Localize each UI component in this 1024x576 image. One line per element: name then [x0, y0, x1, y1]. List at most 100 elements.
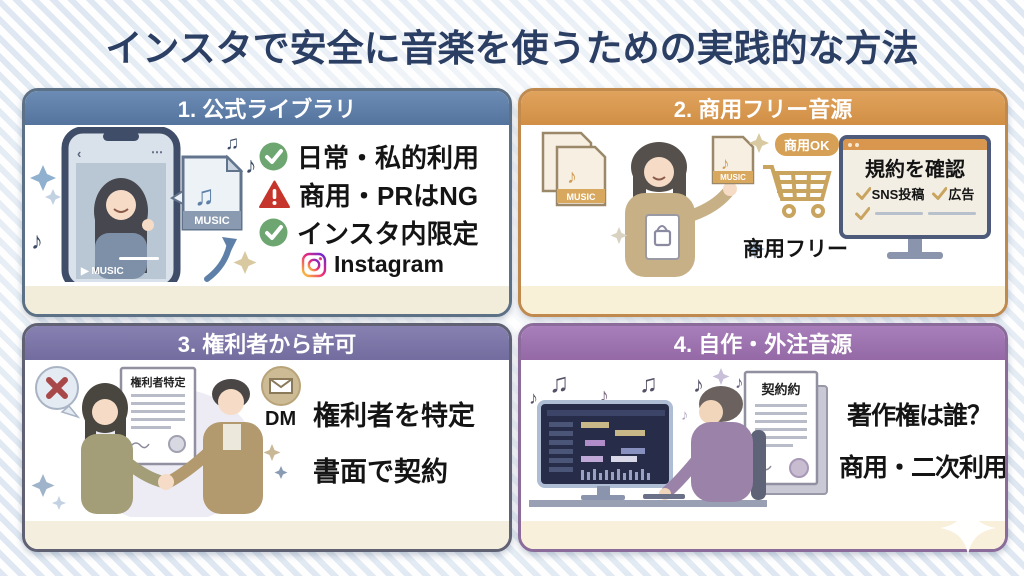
woman-face — [92, 399, 118, 425]
check-icon — [855, 187, 871, 200]
panel1-body: ♪ ‹ ⋯ ▶ MUSIC ♫ MUSIC ♫ ♪ — [25, 125, 509, 286]
sparkle-icon — [52, 496, 66, 510]
screen-title: 規約を確認 — [865, 159, 965, 181]
panel3-header: 3. 権利者から許可 — [25, 326, 509, 360]
keyboard — [643, 494, 685, 499]
list-item-label: インスタ内限定 — [297, 219, 479, 249]
panel4-line1: 著作権は誰？ — [847, 402, 992, 430]
list-item: 日常・私的利用 — [259, 138, 479, 175]
panel3-line1: 権利者を特定 — [313, 401, 475, 431]
music-note-icon: ♪ — [599, 385, 609, 407]
chair — [751, 430, 766, 500]
sparkle-icon — [712, 368, 730, 385]
panel4-footer-strip — [521, 521, 1005, 549]
screen-check-item: SNS投稿 — [855, 184, 924, 203]
panel2-footer-strip — [521, 286, 1005, 314]
panel-royalty-free: 2. 商用フリー音源 ♪ MUSIC ♪ MUS — [518, 88, 1008, 317]
check-icon — [932, 187, 948, 200]
sparkle-icon — [31, 474, 55, 497]
woman-face — [106, 190, 136, 220]
more-icon: ⋯ — [151, 145, 163, 159]
page-title: インスタで安全に音楽を使うための実践的な方法 — [105, 28, 919, 69]
monitor-screen: 規約を確認 SNS投稿 広告 — [839, 135, 991, 239]
panel4-line2: 商用・二次利用 — [839, 454, 1005, 482]
music-note-icon: ♫ — [639, 370, 658, 398]
sparkle-icon — [745, 239, 765, 259]
check-icon — [855, 207, 870, 220]
monitor-stand — [597, 486, 610, 496]
file-note-icon: ♪ — [567, 166, 577, 188]
phone-illustration: ♪ ‹ ⋯ ▶ MUSIC ♫ MUSIC ♫ ♪ — [30, 127, 257, 282]
producer-sweater — [691, 422, 753, 502]
daw-meter — [581, 469, 650, 480]
woman-face — [644, 157, 674, 187]
list-item: 商用・PRはNG — [259, 176, 478, 213]
monitor-illustration: 規約を確認 SNS投稿 広告 — [839, 135, 991, 259]
contract-title: 契約約 — [760, 382, 800, 397]
monitor-stand — [908, 239, 922, 252]
shopper-illustration: ♪ MUSIC ♪ MUSIC — [541, 131, 832, 277]
sparkle-icon — [263, 444, 281, 461]
instagram-label: Instagram — [334, 251, 444, 277]
commercial-ok-badge: 商用OK — [775, 133, 839, 156]
cart-caption: 商用フリー — [743, 238, 848, 261]
x-mark-icon — [46, 377, 68, 399]
file-note-icon: ♫ — [194, 180, 215, 211]
music-note-icon: ♫ — [549, 368, 569, 398]
panel3-footer-strip — [25, 521, 509, 549]
producer-face — [699, 400, 723, 424]
warning-triangle-icon — [259, 180, 290, 208]
handshake-hands — [158, 474, 174, 490]
sparkle-icon — [610, 227, 628, 244]
check-circle-icon — [259, 218, 288, 247]
sparkle-icon — [274, 466, 288, 479]
daw-clips — [581, 422, 645, 462]
woman-sweater — [81, 434, 133, 514]
cart-icon — [763, 165, 832, 218]
panel3-line2: 書面で契約 — [313, 457, 448, 487]
sparkle-icon — [30, 165, 56, 191]
check-circle-icon — [259, 142, 288, 171]
panel4-header: 4. 自作・外注音源 — [521, 326, 1005, 360]
woman-sweater — [95, 233, 147, 279]
panel-original-music: 4. 自作・外注音源 ♫ ♪ ♪ ♫ ♪ ♪ ♪ 契約約 — [518, 323, 1008, 552]
music-note-icon: ♪ — [693, 372, 704, 397]
music-note-icon: ♪ — [735, 373, 744, 392]
progress-bar — [119, 257, 159, 260]
pointing-hand — [142, 219, 154, 231]
list-item-label: 商用・PRはNG — [299, 181, 479, 211]
panel2-body: ♪ MUSIC ♪ MUSIC — [521, 125, 1005, 286]
panel2-header: 2. 商用フリー音源 — [521, 91, 1005, 125]
screen-check-item: 広告 — [932, 184, 974, 203]
file-note-icon: ♪ — [721, 154, 730, 173]
music-note-icon: ♪ — [245, 152, 257, 178]
file-label: MUSIC — [720, 173, 746, 182]
bag-icon — [653, 229, 672, 247]
panel1-footer-strip — [25, 286, 509, 314]
panel-rights-permission: 3. 権利者から許可 権利者特定 — [22, 323, 512, 552]
certificate-title: 権利者特定 — [131, 375, 186, 389]
panel1-header: 1. 公式ライブラリ — [25, 91, 509, 125]
list-item: インスタ内限定 — [259, 214, 478, 251]
seal-icon — [789, 458, 809, 478]
panel4-body: ♫ ♪ ♪ ♫ ♪ ♪ ♪ 契約約 — [521, 360, 1005, 521]
music-note-icon: ♪ — [31, 228, 43, 255]
music-note-icon: ♪ — [529, 388, 538, 408]
seal-icon — [168, 435, 186, 453]
handshake-illustration: 権利者特定 — [31, 366, 301, 517]
list-item-label: 日常・私的利用 — [297, 143, 480, 173]
desk — [529, 500, 767, 507]
instagram-icon — [301, 252, 327, 277]
corner-sparkle-icon — [940, 500, 996, 556]
file-label: MUSIC — [194, 215, 230, 227]
up-arrow-icon — [204, 240, 233, 282]
phone-notch — [103, 132, 139, 141]
shopping-card — [645, 214, 680, 260]
sparkle-icon — [233, 251, 257, 274]
instagram-row: Instagram — [301, 251, 444, 278]
monitor-titlebar — [843, 139, 987, 150]
phone-music-label: ▶ MUSIC — [80, 266, 124, 277]
file-label: MUSIC — [567, 192, 597, 202]
sparkle-icon — [45, 189, 61, 205]
back-chevron-icon: ‹ — [77, 146, 81, 161]
